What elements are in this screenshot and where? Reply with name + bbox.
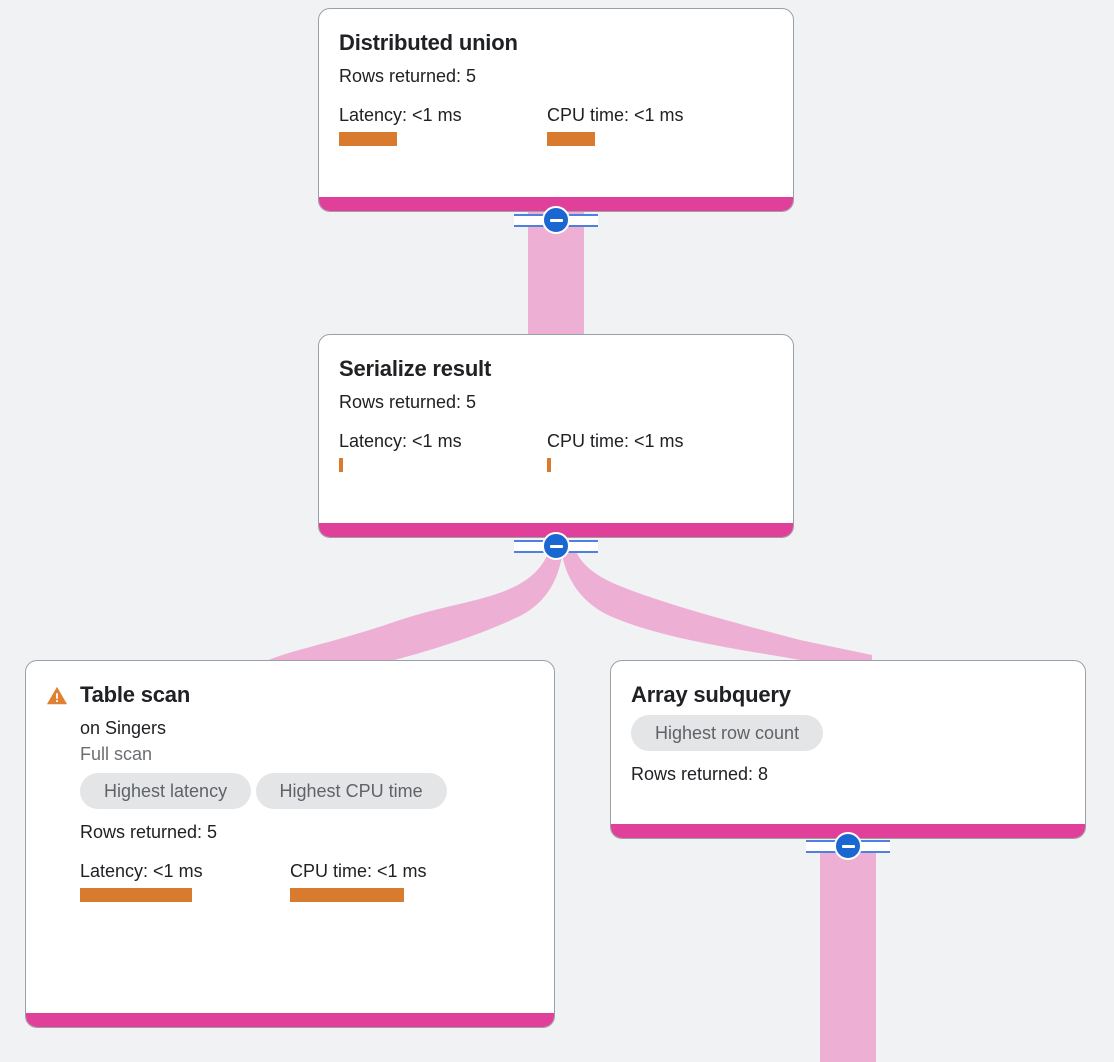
metric-cpu-time-bar	[290, 888, 404, 902]
node-serialize-result[interactable]: Serialize result Rows returned: 5 Latenc…	[318, 334, 794, 538]
metric-cpu-time: CPU time: <1 ms	[290, 859, 500, 902]
status-badge-highest-latency: Highest latency	[80, 773, 252, 809]
metric-latency: Latency: <1 ms	[339, 103, 547, 146]
metric-cpu-time-label: CPU time: <1 ms	[547, 431, 684, 451]
node-header: Table scan	[46, 681, 534, 709]
node-header: Distributed union	[339, 29, 773, 57]
metrics-row: Latency: <1 ms CPU time: <1 ms	[80, 859, 534, 902]
metric-latency-track	[80, 888, 290, 902]
metric-cpu-time-track	[547, 132, 767, 146]
minus-icon[interactable]	[542, 206, 570, 234]
metric-latency-bar	[339, 132, 398, 146]
scan-type: Full scan	[80, 744, 153, 764]
metric-latency-track	[339, 458, 547, 472]
node-title: Distributed union	[339, 30, 518, 55]
minus-icon[interactable]	[834, 832, 862, 860]
metric-latency: Latency: <1 ms	[339, 429, 547, 472]
metrics-row: Latency: <1 ms CPU time: <1 ms	[339, 103, 773, 146]
node-body: Distributed union Rows returned: 5 Laten…	[319, 9, 793, 197]
metric-cpu-time-bar	[547, 458, 551, 472]
metric-latency: Latency: <1 ms	[80, 859, 290, 902]
node-title: Array subquery	[631, 682, 791, 707]
rows-returned: Rows returned: 8	[631, 764, 769, 784]
metric-cpu-time-bar	[547, 132, 596, 146]
node-body: Array subquery Highest row count Rows re…	[611, 661, 1085, 824]
node-title: Table scan	[80, 682, 191, 707]
node-title: Serialize result	[339, 356, 492, 381]
metric-cpu-time-track	[290, 888, 500, 902]
rows-returned: Rows returned: 5	[339, 392, 477, 412]
table-name: on Singers	[80, 718, 167, 738]
node-body: Table scan on Singers Full scan Highest …	[26, 661, 554, 1013]
metrics-row: Latency: <1 ms CPU time: <1 ms	[339, 429, 773, 472]
node-detail-group: on Singers Full scan Highest latency Hig…	[46, 715, 534, 902]
node-footer-bar	[319, 523, 793, 537]
node-body: Serialize result Rows returned: 5 Latenc…	[319, 335, 793, 523]
metric-latency-label: Latency: <1 ms	[339, 431, 462, 451]
node-header: Array subquery	[631, 681, 1065, 709]
node-distributed-union[interactable]: Distributed union Rows returned: 5 Laten…	[318, 8, 794, 212]
edge-serialize-to-arraysubquery	[560, 540, 872, 664]
metric-cpu-time: CPU time: <1 ms	[547, 103, 767, 146]
status-badge-highest-cpu-time: Highest CPU time	[255, 773, 447, 809]
node-array-subquery[interactable]: Array subquery Highest row count Rows re…	[610, 660, 1086, 839]
status-badge-highest-row-count: Highest row count	[631, 715, 824, 751]
badge-list: Highest row count	[631, 715, 1065, 759]
badge-list: Highest latency Highest CPU time	[80, 773, 534, 817]
metric-latency-label: Latency: <1 ms	[80, 861, 203, 881]
node-footer-bar	[319, 197, 793, 211]
metric-cpu-time: CPU time: <1 ms	[547, 429, 767, 472]
node-table-scan[interactable]: Table scan on Singers Full scan Highest …	[25, 660, 555, 1028]
metric-latency-track	[339, 132, 547, 146]
metric-latency-bar	[339, 458, 343, 472]
metric-latency-bar	[80, 888, 192, 902]
node-footer-bar	[26, 1013, 554, 1027]
toggle-distributed-union[interactable]	[514, 205, 598, 235]
toggle-array-subquery[interactable]	[806, 831, 890, 861]
metric-cpu-time-label: CPU time: <1 ms	[547, 105, 684, 125]
rows-returned: Rows returned: 5	[80, 822, 218, 842]
minus-icon[interactable]	[542, 532, 570, 560]
metric-cpu-time-label: CPU time: <1 ms	[290, 861, 427, 881]
metric-cpu-time-track	[547, 458, 767, 472]
node-footer-bar	[611, 824, 1085, 838]
node-header: Serialize result	[339, 355, 773, 383]
rows-returned: Rows returned: 5	[339, 66, 477, 86]
toggle-serialize-result[interactable]	[514, 531, 598, 561]
warning-icon	[46, 686, 68, 705]
metric-latency-label: Latency: <1 ms	[339, 105, 462, 125]
edge-arraysubquery-to-child	[820, 840, 876, 1062]
